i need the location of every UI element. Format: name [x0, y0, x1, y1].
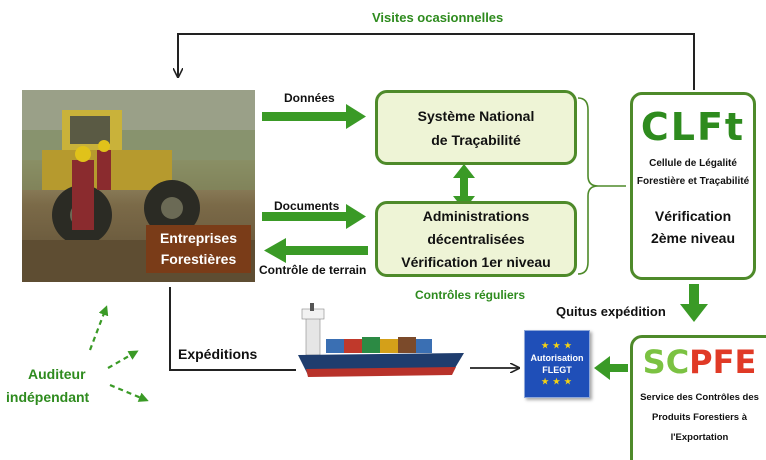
- auditor-arrow-up: [88, 305, 109, 351]
- auditeur-line1: Auditeur: [28, 366, 86, 382]
- scpfe-name-line2: Produits Forestiers à: [651, 412, 748, 423]
- clft-verif-line2: 2ème niveau: [650, 230, 736, 246]
- expeditions-line: [169, 287, 296, 371]
- visites-label: Visites ocasionnelles: [372, 10, 504, 25]
- visites-line: [178, 33, 695, 90]
- entreprises-forestieres-box: Entreprises Forestières: [146, 225, 251, 273]
- snt-line1: Système National: [417, 107, 535, 124]
- admin-box: Administrations décentralisées Vérificat…: [375, 201, 577, 277]
- clft-box: CLFt Cellule de Légalité Forestière et T…: [630, 92, 756, 280]
- flegt-line1: Autorisation: [530, 353, 584, 363]
- controle-terrain-arrow: [264, 238, 368, 263]
- auditor-arrow-mid: [107, 350, 139, 369]
- documents-label: Documents: [274, 199, 340, 213]
- clft-to-scpfe-arrow: [680, 284, 708, 322]
- entreprises-line2: Forestières: [160, 251, 237, 267]
- auditor-arrow-down: [109, 383, 149, 402]
- controle-terrain-label: Contrôle de terrain: [259, 263, 367, 277]
- donnees-label: Données: [284, 91, 335, 105]
- auditeur-line2: indépendant: [6, 389, 90, 405]
- clft-logo: CLFt: [640, 105, 746, 149]
- entreprises-line1: Entreprises: [159, 230, 238, 246]
- scpfe-name-line3: l'Exportation: [670, 432, 729, 443]
- flegt-line2: FLEGT: [542, 365, 572, 375]
- scpfe-name-line1: Service des Contrôles des: [640, 392, 759, 403]
- expeditions-label: Expéditions: [178, 346, 258, 362]
- brace: [577, 97, 599, 275]
- admin-line2: décentralisées: [427, 230, 525, 247]
- eu-stars-icon: ★ ★ ★: [541, 341, 573, 350]
- clft-name-line2: Forestière et Traçabilité: [636, 176, 750, 187]
- scpfe-to-flegt-arrow: [594, 356, 628, 380]
- loader-photo-icon: [22, 90, 255, 282]
- controles-reguliers-label: Contrôles réguliers: [415, 288, 526, 302]
- scpfe-logo: SCPFE: [642, 343, 757, 381]
- cargo-ship-icon: [298, 303, 464, 377]
- clft-verif-line1: Vérification: [654, 208, 732, 224]
- admin-line1: Administrations: [422, 207, 530, 224]
- clft-name-line1: Cellule de Légalité: [649, 158, 737, 169]
- snt-box: Système National de Traçabilité: [375, 90, 577, 165]
- scpfe-box: SCPFE Service des Contrôles des Produits…: [630, 335, 766, 460]
- eu-stars-bottom: ★ ★ ★: [541, 377, 573, 386]
- documents-arrow: [262, 204, 366, 229]
- forest-loader-photo: [22, 90, 255, 282]
- snt-line2: de Traçabilité: [431, 131, 521, 148]
- admin-line3: Vérification 1er niveau: [401, 253, 551, 270]
- flegt-authorisation: ★ ★ ★ Autorisation FLEGT ★ ★ ★: [524, 330, 590, 398]
- quitus-label: Quitus expédition: [556, 304, 666, 319]
- donnees-arrow: [262, 104, 366, 129]
